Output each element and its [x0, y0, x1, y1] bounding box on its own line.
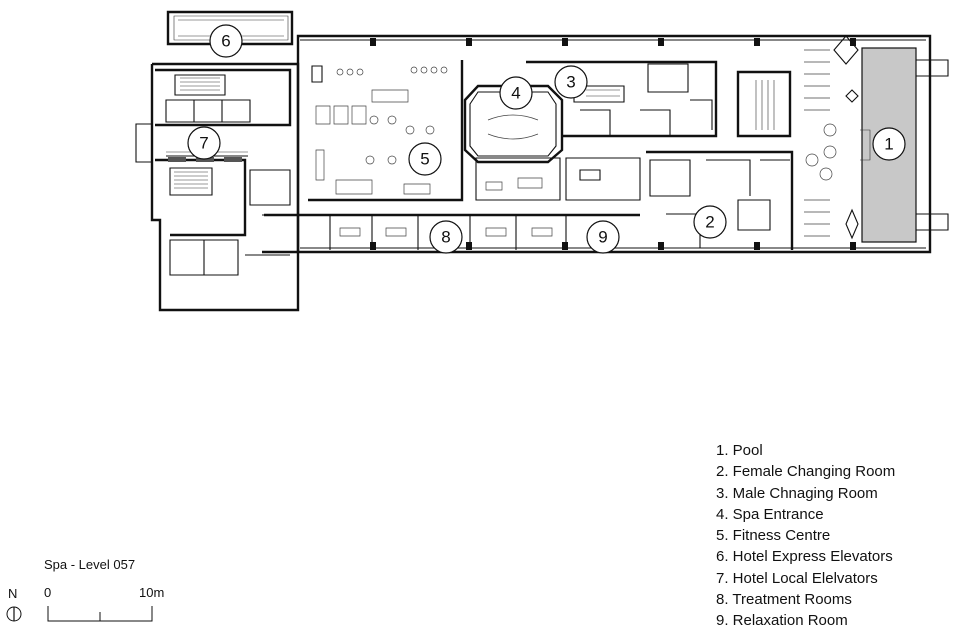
scale-end-label: 10m	[139, 585, 165, 600]
callout-4-number: 4	[511, 84, 520, 103]
legend-item: 3. Male Chnaging Room	[716, 484, 878, 502]
callout-3: 3	[554, 65, 588, 99]
callout-1: 1	[872, 127, 906, 161]
callout-5-number: 5	[420, 150, 429, 169]
callout-8: 8	[429, 220, 463, 254]
callout-9: 9	[586, 220, 620, 254]
male-changing-room	[526, 60, 718, 138]
legend-item: 5. Fitness Centre	[716, 527, 831, 545]
east-stair	[736, 49, 837, 237]
scale-start-label: 0	[44, 585, 52, 600]
sheet-title: Spa - Level 057	[44, 557, 136, 572]
callout-2: 2	[693, 205, 727, 239]
north-label: N	[8, 586, 18, 601]
legend-item: 2. Female Changing Room	[716, 463, 896, 481]
callout-8-number: 8	[441, 228, 450, 247]
callout-2-number: 2	[705, 213, 714, 232]
legend-item: 6. Hotel Express Elevators	[716, 548, 893, 566]
legend-item: 4. Spa Entrance	[716, 505, 824, 523]
legend-item: 8. Treatment Rooms	[716, 591, 852, 609]
legend-item: 1. Pool	[716, 442, 763, 459]
treatment-rooms	[264, 157, 641, 250]
callout-3-number: 3	[566, 73, 575, 92]
legend-item: 7. Hotel Local Elelvators	[716, 569, 878, 587]
callout-1-number: 1	[884, 135, 893, 154]
west-core	[155, 68, 298, 276]
callout-6: 6	[209, 24, 243, 58]
scale-bar	[47, 606, 153, 622]
callout-9-number: 9	[598, 228, 607, 247]
building-shell	[135, 10, 932, 312]
fitness-centre	[308, 60, 464, 202]
callout-4: 4	[499, 76, 533, 110]
columns	[370, 38, 856, 250]
callout-7: 7	[187, 126, 221, 160]
north-arrow-icon	[6, 606, 22, 622]
callout-7-number: 7	[199, 134, 208, 153]
callout-6-number: 6	[221, 32, 230, 51]
callout-5: 5	[408, 142, 442, 176]
room-legend: 1. Pool 2. Female Changing Room 3. Male …	[716, 440, 895, 632]
legend-item: 9. Relaxation Room	[716, 612, 848, 630]
